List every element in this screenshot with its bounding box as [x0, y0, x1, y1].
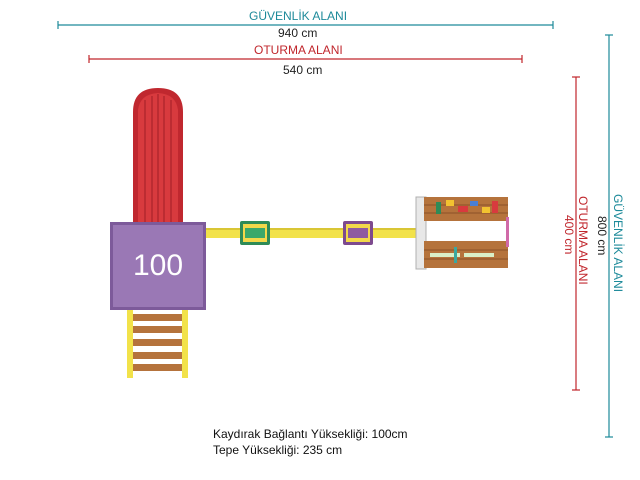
- top-height-note: Tepe Yüksekliği: 235 cm: [213, 443, 343, 457]
- connecting-beam: [204, 228, 418, 238]
- safety-area-label: GÜVENLİK ALANI: [249, 9, 348, 23]
- slide-height-note: Kaydırak Bağlantı Yüksekliği: 100cm: [213, 427, 408, 441]
- safety-depth-value: 800 cm: [595, 216, 609, 256]
- seating-area-label: OTURMA ALANI: [254, 43, 343, 57]
- swing-seat-green: [240, 221, 270, 245]
- slide: [133, 88, 183, 225]
- safety-width-value: 940 cm: [278, 26, 318, 40]
- swing-seat-purple: [343, 221, 373, 245]
- seating-width-value: 540 cm: [283, 63, 323, 77]
- seating-area-label-vertical: OTURMA ALANI: [576, 196, 590, 285]
- seating-depth-value: 400 cm: [562, 215, 576, 255]
- ladder: [127, 308, 188, 378]
- platform-height-label: 100: [132, 249, 184, 282]
- safety-area-label-vertical: GÜVENLİK ALANI: [611, 194, 625, 293]
- seating-unit: [415, 196, 509, 270]
- platform: [110, 222, 206, 310]
